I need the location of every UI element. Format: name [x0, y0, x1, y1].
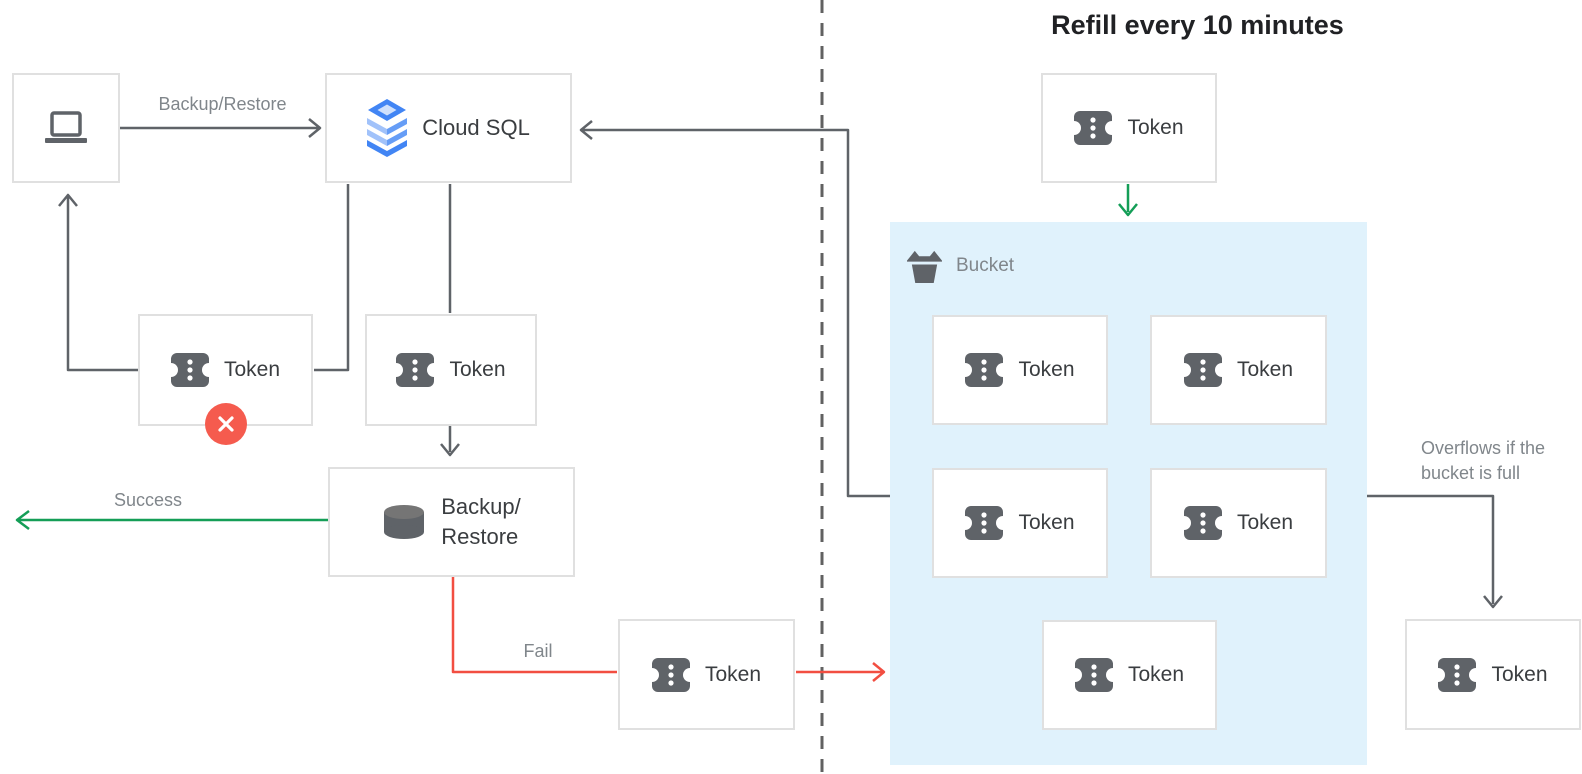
backup-restore-node: Backup/ Restore: [328, 467, 575, 577]
bucket-label-row: Bucket: [906, 248, 1014, 283]
token-label: Token: [704, 662, 762, 686]
token-icon: [1183, 353, 1222, 387]
edge-rejected-token-to-client: [58, 193, 138, 372]
edge-client-to-cloudsql: [120, 118, 322, 138]
token-label: Token: [449, 358, 506, 381]
token-icon: [170, 353, 209, 387]
token-label: Token: [1127, 116, 1184, 139]
backup-restore-label-line2: Restore: [441, 524, 519, 549]
bucket-token-2: Token: [1150, 315, 1327, 425]
database-icon: [382, 504, 426, 540]
backup-restore-label-line1: Backup/: [441, 494, 521, 519]
token-icon: [965, 353, 1004, 387]
token-label: Token: [1018, 511, 1075, 534]
token-label: Token: [1018, 358, 1075, 381]
token-label: Token: [1236, 511, 1294, 534]
token-label: Token: [1236, 358, 1294, 381]
token-icon: [1074, 658, 1113, 692]
bucket-token-5: Token: [1042, 620, 1217, 730]
bucket-token-4: Token: [1150, 468, 1327, 578]
client-node: [12, 73, 120, 183]
token-icon: [965, 506, 1004, 540]
error-x-badge: [205, 403, 247, 445]
cloud-sql-icon: [367, 98, 408, 158]
bucket-label: Bucket: [956, 254, 1015, 276]
token-icon: [651, 657, 690, 692]
token-box-rejected: Token: [138, 314, 313, 426]
token-label: Token: [223, 358, 281, 381]
token-box-refill: Token: [1041, 73, 1217, 183]
fail-label: Fail: [523, 641, 553, 661]
cloud-sql-label: Cloud SQL: [422, 115, 530, 140]
bucket-token-1: Token: [932, 315, 1108, 425]
success-label: Success: [113, 490, 183, 510]
token-label: Token: [1127, 663, 1185, 686]
edge-token-to-backup-restore: [440, 426, 460, 457]
backup-restore-edge-label: Backup/Restore: [158, 94, 287, 114]
edge-refill: [1118, 184, 1138, 217]
token-icon: [1183, 506, 1222, 540]
token-box-overflow: Token: [1405, 619, 1581, 730]
edge-bucket-to-cloudsql: [579, 120, 890, 498]
edge-bucket-overflow: [1367, 494, 1503, 609]
overflow-label: Overflows if the bucket is full: [1421, 438, 1546, 483]
edge-success: [15, 510, 328, 530]
token-icon: [1438, 657, 1477, 692]
backup-restore-label: Backup/ Restore: [441, 492, 521, 552]
edge-fail-from-backup: [451, 577, 617, 674]
cloud-sql-node: Cloud SQL: [325, 73, 572, 183]
laptop-icon: [43, 110, 89, 146]
token-box-fail: Token: [618, 619, 795, 730]
token-icon: [396, 353, 435, 387]
bucket-token-3: Token: [932, 468, 1108, 578]
token-box-request: Token: [365, 314, 537, 426]
token-label: Token: [1491, 662, 1548, 686]
edge-fail-to-bucket: [796, 662, 886, 682]
token-icon: [1074, 111, 1113, 145]
edge-cloudsql-to-rejected-token: [314, 184, 350, 372]
bucket-icon: [906, 248, 943, 283]
refill-title: Refill every 10 minutes: [1051, 10, 1344, 40]
